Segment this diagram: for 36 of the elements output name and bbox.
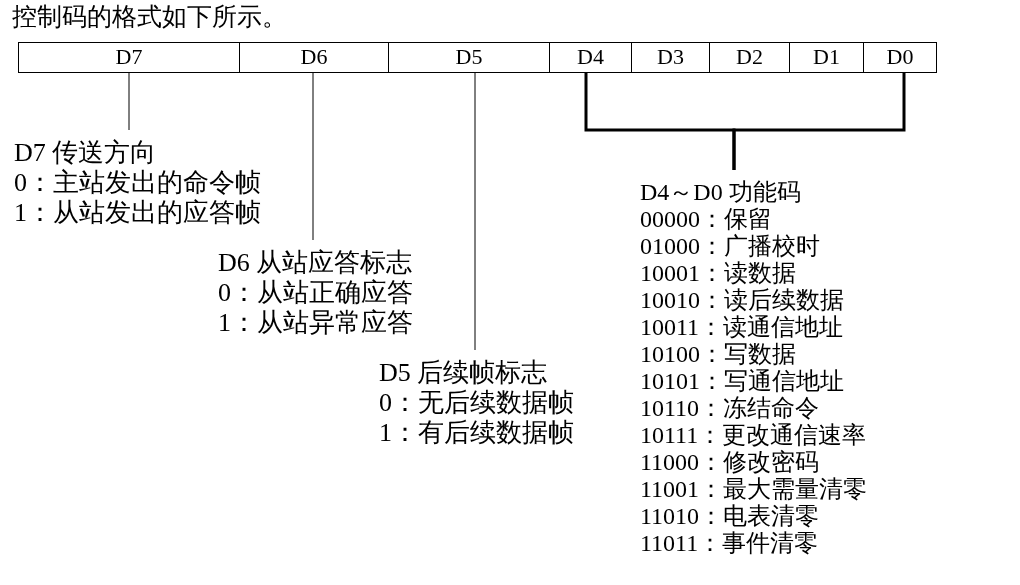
bit-cell: D4 (549, 42, 632, 73)
field-heading: D5 后续帧标志 (379, 358, 549, 388)
bit-cell: D2 (709, 42, 790, 73)
bit-cell: D7 (18, 42, 240, 73)
value-description: 11001：最大需量清零 (640, 476, 868, 503)
heading: 控制码的格式如下所示。 (12, 2, 287, 32)
value-description: 10100：写数据 (640, 341, 797, 368)
value-description: 10011：读通信地址 (640, 314, 845, 341)
value-description: 1：有后续数据帧 (379, 418, 574, 448)
value-description: 0：主站发出的命令帧 (14, 168, 261, 198)
bit-cell: D0 (863, 42, 937, 73)
value-description: 1：从站发出的应答帧 (14, 198, 261, 228)
value-description: 10010：读后续数据 (640, 287, 845, 314)
field-heading: D6 从站应答标志 (218, 248, 413, 278)
leader-line (474, 72, 476, 351)
value-description: 10111：更改通信速率 (640, 422, 868, 449)
bit-cell: D1 (789, 42, 864, 73)
leader-line (312, 72, 314, 241)
value-description: 10101：写通信地址 (640, 368, 845, 395)
field-heading: D4～D0 功能码 (640, 179, 802, 206)
value-description: 10110：冻结命令 (640, 395, 821, 422)
bit-cell: D3 (631, 42, 710, 73)
value-description: 00000：保留 (640, 206, 773, 233)
leader-line (732, 73, 906, 170)
value-description: 01000：广播校时 (640, 233, 821, 260)
value-description: 11010：电表清零 (640, 503, 821, 530)
value-description: 11000：修改密码 (640, 449, 821, 476)
field-heading: D7 传送方向 (14, 138, 158, 168)
value-description: 10001：读数据 (640, 260, 797, 287)
bit-cell: D5 (388, 42, 550, 73)
leader-line (128, 72, 130, 131)
value-description: 0：从站正确应答 (218, 278, 413, 308)
bit-cell: D6 (239, 42, 389, 73)
value-description: 11011：事件清零 (640, 530, 820, 557)
value-description: 0：无后续数据帧 (379, 388, 574, 418)
value-description: 1：从站异常应答 (218, 308, 413, 338)
